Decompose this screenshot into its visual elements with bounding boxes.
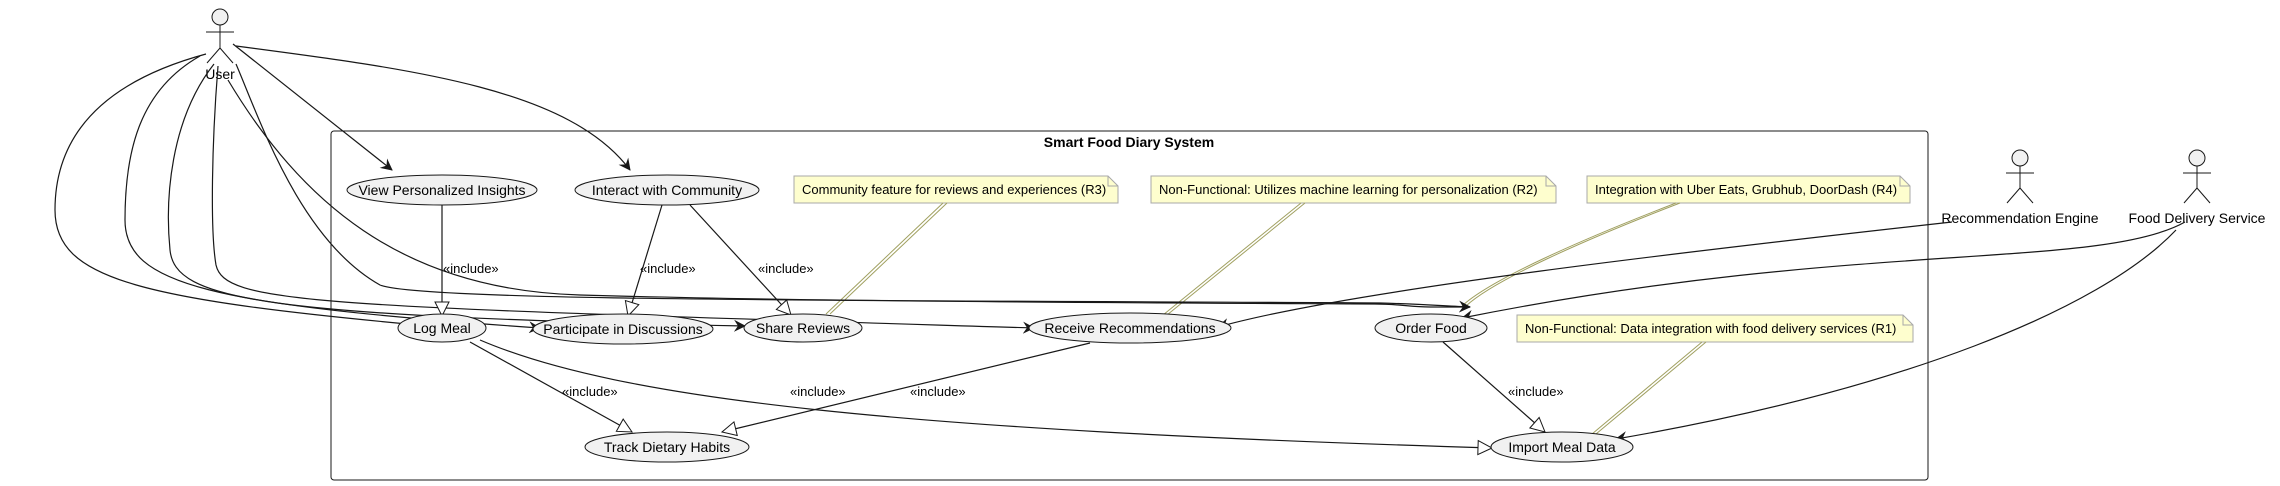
include-label-recommend-track: «include» xyxy=(910,384,966,399)
include-label-community-reviews: «include» xyxy=(758,261,814,276)
include-label-insights-log: «include» xyxy=(443,261,499,276)
actor-food-delivery-service-label: Food Delivery Service xyxy=(2129,210,2266,226)
include-labels: «include» «include» «include» «include» … xyxy=(443,261,1564,399)
use-case-order-food-label: Order Food xyxy=(1395,320,1467,336)
use-case-view-personalized-insights-label: View Personalized Insights xyxy=(358,182,525,198)
note-r4: Integration with Uber Eats, Grubhub, Doo… xyxy=(1586,175,1911,204)
include-label-log-track: «include» xyxy=(562,384,618,399)
actor-recommendation-engine[interactable] xyxy=(2006,149,2034,204)
actor-associations xyxy=(1217,221,2186,444)
system-title: Smart Food Diary System xyxy=(1044,134,1214,150)
include-label-order-import: «include» xyxy=(1508,384,1564,399)
note-r1: Non-Functional: Data integration with fo… xyxy=(1516,314,1914,343)
use-case-receive-recommendations[interactable]: Receive Recommendations xyxy=(1028,312,1232,344)
use-case-share-reviews[interactable]: Share Reviews xyxy=(743,313,863,343)
actor-user[interactable] xyxy=(206,8,234,64)
include-label-log-import: «include» xyxy=(790,384,846,399)
use-case-participate-in-discussions-label: Participate in Discussions xyxy=(543,321,703,337)
use-case-track-dietary-habits-label: Track Dietary Habits xyxy=(604,439,730,455)
note-r4-text: Integration with Uber Eats, Grubhub, Doo… xyxy=(1595,182,1897,197)
use-case-view-personalized-insights[interactable]: View Personalized Insights xyxy=(346,174,538,206)
use-case-track-dietary-habits[interactable]: Track Dietary Habits xyxy=(584,431,750,463)
use-case-log-meal[interactable]: Log Meal xyxy=(397,313,487,343)
use-case-participate-in-discussions[interactable]: Participate in Discussions xyxy=(532,313,714,345)
note-r3-text: Community feature for reviews and experi… xyxy=(802,182,1106,197)
actor-recommendation-engine-label: Recommendation Engine xyxy=(1941,210,2098,226)
note-r2-text: Non-Functional: Utilizes machine learnin… xyxy=(1159,182,1538,197)
note-r1-text: Non-Functional: Data integration with fo… xyxy=(1525,321,1896,336)
note-links xyxy=(825,202,1707,435)
use-case-import-meal-data[interactable]: Import Meal Data xyxy=(1490,431,1634,463)
use-case-receive-recommendations-label: Receive Recommendations xyxy=(1044,320,1215,336)
use-case-order-food[interactable]: Order Food xyxy=(1374,313,1488,343)
note-r3: Community feature for reviews and experi… xyxy=(793,175,1119,204)
system-boundary xyxy=(330,130,1929,481)
include-label-community-discussions: «include» xyxy=(640,261,696,276)
actor-food-delivery-service[interactable] xyxy=(2183,149,2211,204)
include-relations xyxy=(442,204,1545,448)
note-r2: Non-Functional: Utilizes machine learnin… xyxy=(1150,175,1557,204)
use-case-interact-with-community-label: Interact with Community xyxy=(592,182,742,198)
use-case-interact-with-community[interactable]: Interact with Community xyxy=(574,174,760,206)
use-case-log-meal-label: Log Meal xyxy=(413,320,471,336)
use-case-import-meal-data-label: Import Meal Data xyxy=(1508,439,1616,455)
actor-user-label: User xyxy=(205,66,235,82)
use-case-share-reviews-label: Share Reviews xyxy=(756,320,850,336)
